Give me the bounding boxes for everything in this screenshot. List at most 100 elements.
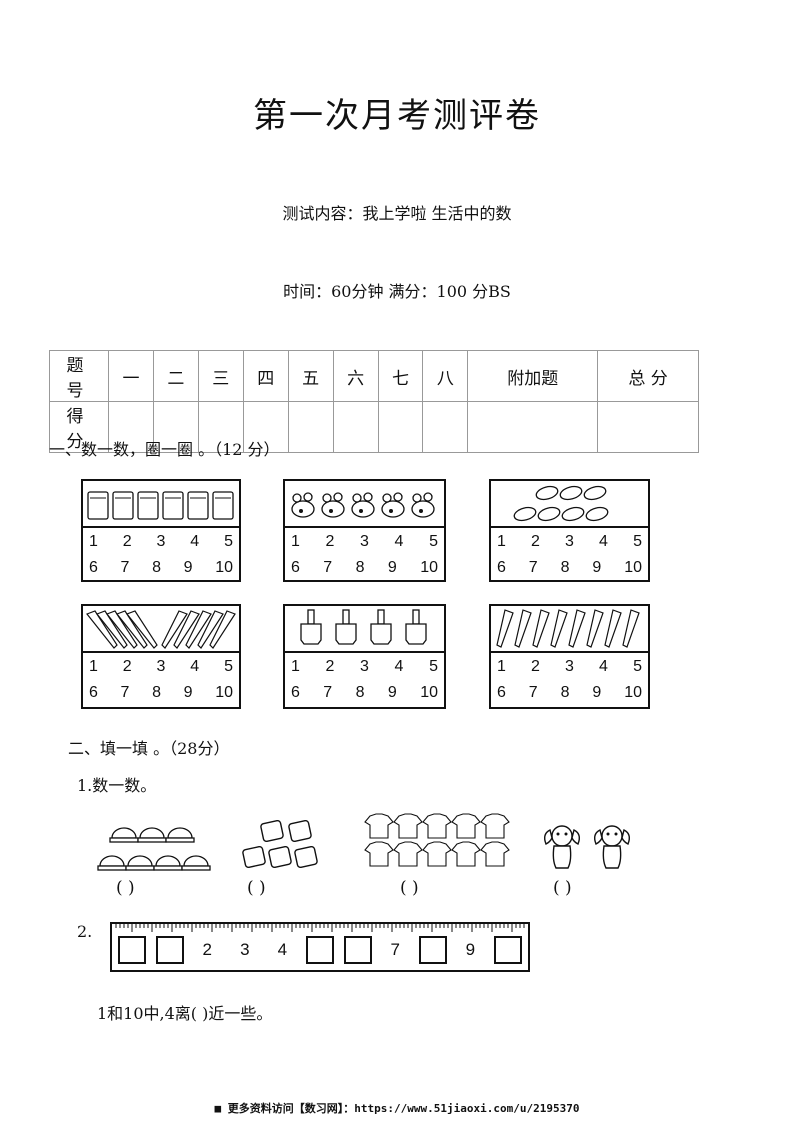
number-option[interactable]: 5 [429,658,438,675]
number-option[interactable]: 6 [89,559,98,576]
number-option[interactable]: 4 [394,658,404,675]
number-option[interactable]: 7 [120,559,130,576]
number-option[interactable]: 3 [360,533,369,550]
score-input-cell[interactable] [332,401,379,453]
ruler-blank-box[interactable] [306,936,334,964]
number-option[interactable]: 6 [89,684,98,701]
number-option[interactable]: 8 [355,559,365,576]
count-box-paintbrushes[interactable]: 1 2 3 4 5 6 7 8 9 10 [283,604,446,709]
number-option[interactable]: 7 [120,684,130,701]
number-option[interactable]: 3 [565,658,574,675]
number-option[interactable]: 4 [599,658,608,675]
number-option[interactable]: 6 [291,684,300,701]
number-option[interactable]: 8 [152,559,161,576]
score-input-cell[interactable] [597,401,699,453]
ruler-blank-box[interactable] [494,936,522,964]
score-input-cell[interactable] [422,401,469,453]
number-option[interactable]: 5 [633,658,642,675]
number-option[interactable]: 7 [323,684,333,701]
score-header-cell: 二 [152,350,199,402]
count-box-pictures [285,481,444,528]
number-option[interactable]: 9 [592,559,602,576]
count-box-pencils[interactable]: 1 2 3 4 5 6 7 8 9 10 [81,604,241,709]
number-option[interactable]: 10 [420,559,438,576]
number-option[interactable]: 4 [599,533,608,550]
score-input-cell[interactable] [287,401,334,453]
number-option[interactable]: 10 [215,684,233,701]
count-box-pictures [491,606,648,653]
score-input-cell[interactable] [197,401,244,453]
score-header-cell: 四 [242,350,289,402]
number-option[interactable]: 9 [387,559,397,576]
number-option[interactable]: 8 [560,559,570,576]
ruler-blank-box[interactable] [155,936,184,964]
count-box-mouse-toys[interactable]: 1 2 3 4 5 6 7 8 9 10 [283,479,446,582]
number-option[interactable]: 9 [387,684,397,701]
number-option[interactable]: 1 [291,658,300,675]
number-option[interactable]: 9 [183,684,193,701]
number-option[interactable]: 7 [323,559,333,576]
number-option[interactable]: 1 [497,658,506,675]
number-option[interactable]: 2 [531,533,540,550]
ruler-blank-box[interactable] [418,936,447,964]
score-header-cell: 八 [422,350,469,402]
score-input-cell[interactable] [377,401,424,453]
number-option[interactable]: 9 [183,559,193,576]
number-option[interactable]: 3 [156,533,166,550]
number-option[interactable]: 10 [624,559,642,576]
number-option[interactable]: 3 [565,533,574,550]
count-box-wallets[interactable]: 1 2 3 4 5 6 7 8 9 10 [81,479,241,582]
pen-icon [496,609,640,648]
count-box-pictures [83,481,239,528]
number-option[interactable]: 10 [420,684,438,701]
number-option[interactable]: 10 [624,684,642,701]
ruler-blank-box[interactable] [118,936,146,964]
number-option[interactable]: 7 [528,684,538,701]
number-option[interactable]: 5 [224,658,233,675]
number-option[interactable]: 2 [325,533,335,550]
number-option[interactable]: 1 [497,533,506,550]
answer-blank-dogs[interactable]: ( ) [553,878,572,898]
number-option[interactable]: 3 [360,658,369,675]
score-header-cell: 附加题 [467,350,599,402]
score-table-score-row: 得 分 [49,401,699,453]
number-option[interactable]: 8 [560,684,570,701]
number-option[interactable]: 2 [531,658,540,675]
dog-icon [543,825,631,869]
score-input-cell[interactable] [108,401,154,453]
number-option[interactable]: 2 [325,658,335,675]
number-option[interactable]: 3 [156,658,166,675]
number-option[interactable]: 4 [190,533,200,550]
question2-label: 2. [77,922,93,941]
cake-icon [97,827,211,871]
number-option[interactable]: 1 [89,658,98,675]
score-header-cell: 六 [332,350,379,402]
footer-link[interactable]: ■ 更多资料访问【数习网】：https://www.51jiaoxi.com/u… [214,1102,580,1115]
number-option[interactable]: 6 [291,559,300,576]
number-option[interactable]: 2 [122,658,132,675]
number-option[interactable]: 7 [528,559,538,576]
answer-blank-tshirts[interactable]: ( ) [400,878,419,898]
number-option[interactable]: 8 [355,684,365,701]
score-input-cell[interactable] [152,401,199,453]
number-option[interactable]: 9 [592,684,602,701]
number-option[interactable]: 10 [215,559,233,576]
ruler-blank-box[interactable] [343,936,372,964]
number-option[interactable]: 6 [497,559,506,576]
number-option[interactable]: 1 [89,533,98,550]
number-option[interactable]: 6 [497,684,506,701]
number-option[interactable]: 5 [224,533,233,550]
number-option[interactable]: 5 [633,533,642,550]
number-option[interactable]: 4 [394,533,404,550]
count-box-leaves[interactable]: 1 2 3 4 5 6 7 8 9 10 [489,479,650,582]
score-input-cell[interactable] [467,401,599,453]
answer-blank-cakes[interactable]: ( ) [116,878,135,898]
count-box-pens[interactable]: 1 2 3 4 5 6 7 8 9 10 [489,604,650,709]
number-option[interactable]: 1 [291,533,300,550]
answer-blank-sharpeners[interactable]: ( ) [247,878,266,898]
number-option[interactable]: 5 [429,533,438,550]
number-option[interactable]: 8 [152,684,161,701]
number-option[interactable]: 4 [190,658,200,675]
number-option[interactable]: 2 [122,533,132,550]
